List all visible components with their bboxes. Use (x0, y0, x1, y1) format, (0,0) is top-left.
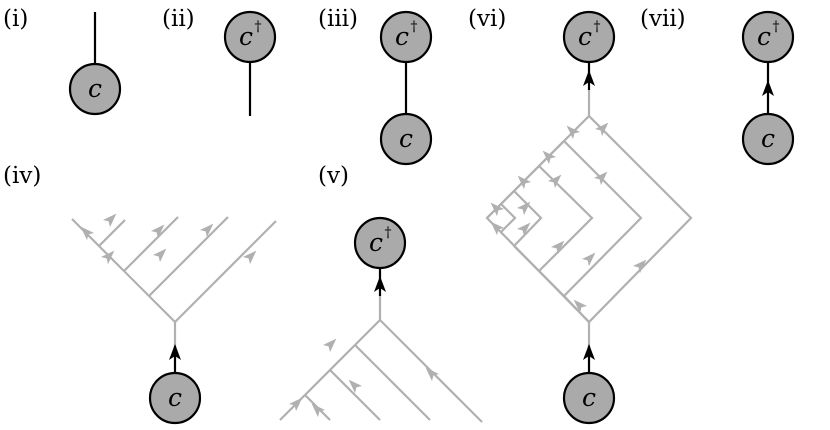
svg-text:c: c (369, 228, 383, 257)
panel-ii: c † (223, 10, 277, 116)
panel-i: c (68, 12, 122, 116)
svg-text:c: c (761, 124, 775, 153)
node-c: c (379, 112, 433, 166)
node-c: c (148, 371, 202, 425)
branch-lines (71, 216, 277, 346)
svg-text:c: c (582, 383, 596, 412)
node-c: c (562, 371, 616, 425)
panel-label-iii: (iii) (318, 6, 358, 32)
panel-v: c † (279, 216, 483, 423)
branch-arrows (77, 210, 260, 265)
node-c-dagger: c † (741, 10, 795, 64)
svg-text:†: † (385, 225, 392, 241)
node-c-dagger: c † (223, 10, 277, 64)
svg-text:c: c (395, 22, 409, 51)
node-c-dagger: c † (562, 10, 616, 64)
svg-text:c: c (239, 22, 253, 51)
node-c-dagger: c † (379, 10, 433, 64)
svg-text:c: c (168, 383, 182, 412)
svg-text:†: † (411, 19, 418, 35)
svg-text:c: c (757, 22, 771, 51)
panel-label-i: (i) (3, 6, 28, 32)
panel-iii: c † c (379, 10, 433, 166)
panel-label-iv: (iv) (3, 163, 41, 189)
svg-text:c: c (88, 74, 102, 103)
nested-diamonds (485, 90, 693, 346)
panel-label-vii: (vii) (640, 6, 686, 32)
panel-vi: c † c (485, 10, 693, 425)
node-c-dagger: c † (353, 216, 407, 270)
svg-text:†: † (773, 19, 780, 35)
branch-lines (279, 296, 483, 423)
panel-label-ii: (ii) (162, 6, 195, 32)
panel-vii: c † c (741, 10, 795, 166)
panel-iv: c (71, 210, 277, 425)
node-c: c (741, 112, 795, 166)
panel-label-v: (v) (318, 163, 349, 189)
panel-label-vi: (vi) (468, 6, 506, 32)
svg-text:†: † (594, 19, 601, 35)
svg-text:†: † (255, 19, 262, 35)
svg-text:c: c (399, 124, 413, 153)
node-c: c (68, 62, 122, 116)
svg-text:c: c (578, 22, 592, 51)
